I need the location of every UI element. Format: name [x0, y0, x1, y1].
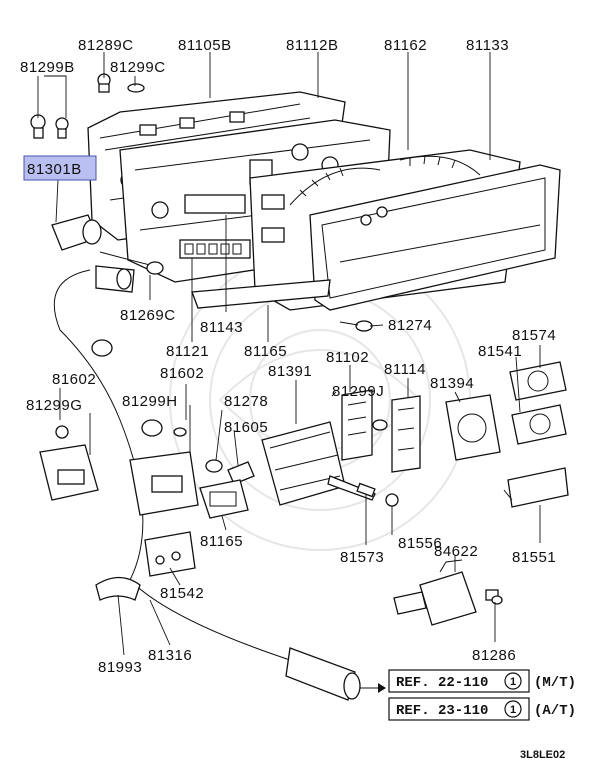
reference-1-text: REF. 22-110: [396, 675, 488, 691]
label-81105B[interactable]: 81105B: [178, 37, 232, 54]
label-81301B[interactable]: 81301B: [27, 161, 82, 178]
tachometer-81391[interactable]: [261, 421, 376, 506]
socket-81301B[interactable]: [51, 214, 102, 251]
label-81602-left[interactable]: 81602: [52, 371, 96, 388]
gauge-81602-right[interactable]: [129, 419, 199, 516]
label-81556[interactable]: 81556: [398, 535, 442, 552]
label-81112B[interactable]: 81112B: [286, 37, 339, 54]
label-81278[interactable]: 81278: [224, 393, 268, 410]
label-81394[interactable]: 81394: [430, 375, 474, 392]
window-plate[interactable]: [309, 164, 561, 311]
bracket-81165-lower[interactable]: [199, 479, 249, 519]
label-81289C[interactable]: 81289C: [78, 37, 134, 54]
screw-81286[interactable]: [485, 589, 503, 605]
label-81274[interactable]: 81274: [388, 317, 432, 334]
relay-84622[interactable]: [393, 559, 477, 626]
bulb-81299C[interactable]: [127, 83, 145, 93]
label-81602-right[interactable]: 81602: [160, 365, 204, 382]
label-81162[interactable]: 81162: [384, 37, 427, 54]
label-81299J[interactable]: 81299J: [332, 383, 384, 400]
label-81574[interactable]: 81574: [512, 327, 556, 344]
reference-2-circle: 1: [510, 704, 516, 716]
label-81121[interactable]: 81121: [166, 343, 209, 360]
reference-1-suffix: (M/T): [534, 675, 576, 691]
gauge-81394[interactable]: [445, 394, 501, 461]
label-81102[interactable]: 81102: [326, 349, 369, 366]
label-81316[interactable]: 81316: [148, 647, 192, 664]
gauge-81574[interactable]: [509, 361, 567, 401]
label-81573[interactable]: 81573: [340, 549, 384, 566]
reference-2-suffix: (A/T): [534, 703, 576, 719]
reference-1-circle: 1: [510, 676, 516, 688]
label-81299C[interactable]: 81299C: [110, 59, 166, 76]
label-81541[interactable]: 81541: [478, 343, 522, 360]
screw-81274[interactable]: [339, 320, 373, 332]
label-81299H[interactable]: 81299H: [122, 393, 178, 410]
part-labels: 81289C 81105B 81112B 81162 81133 81299B …: [20, 37, 556, 676]
clamp-81993[interactable]: [95, 576, 141, 601]
label-81165-upper[interactable]: 81165: [244, 343, 287, 360]
label-81165-lower[interactable]: 81165: [200, 533, 243, 550]
reference-2-text: REF. 23-110: [396, 703, 488, 719]
printed-circuit-81102[interactable]: [341, 389, 373, 461]
reference-arrow: [360, 683, 386, 693]
gauge-81541[interactable]: [511, 404, 567, 445]
label-81133[interactable]: 81133: [466, 37, 509, 54]
pin-81573[interactable]: [356, 482, 376, 498]
bulb-81278[interactable]: [205, 459, 223, 473]
highlight-81301B: [23, 155, 97, 181]
bulb-81299B[interactable]: [30, 114, 69, 139]
bracket-81165-upper[interactable]: [191, 279, 331, 309]
screw-81556[interactable]: [385, 493, 399, 507]
label-81993[interactable]: 81993: [98, 659, 142, 676]
gauge-81542[interactable]: [144, 531, 196, 577]
bulb-81299J[interactable]: [372, 419, 388, 431]
harness-81269C[interactable]: [95, 251, 164, 293]
socket-81605[interactable]: [227, 461, 255, 485]
label-81551[interactable]: 81551: [512, 549, 556, 566]
label-84622[interactable]: 84622: [434, 543, 478, 560]
diagram-code: 3L8LE02: [520, 749, 565, 761]
gauge-81602-left[interactable]: [39, 425, 99, 501]
label-81299B[interactable]: 81299B: [20, 59, 75, 76]
reference-1[interactable]: REF. 22-110 1 (M/T): [388, 669, 576, 693]
gauge-81551[interactable]: [503, 467, 569, 508]
label-81605[interactable]: 81605: [224, 419, 268, 436]
reference-2[interactable]: REF. 23-110 1 (A/T): [388, 697, 576, 721]
label-81542[interactable]: 81542: [160, 585, 204, 602]
label-81391[interactable]: 81391: [268, 363, 312, 380]
label-81143[interactable]: 81143: [200, 319, 243, 336]
printed-circuit-81114[interactable]: [391, 395, 421, 473]
label-81269C[interactable]: 81269C: [120, 307, 176, 324]
label-81114[interactable]: 81114: [384, 361, 426, 378]
label-81286[interactable]: 81286: [472, 647, 516, 664]
label-81299G[interactable]: 81299G: [26, 397, 82, 414]
